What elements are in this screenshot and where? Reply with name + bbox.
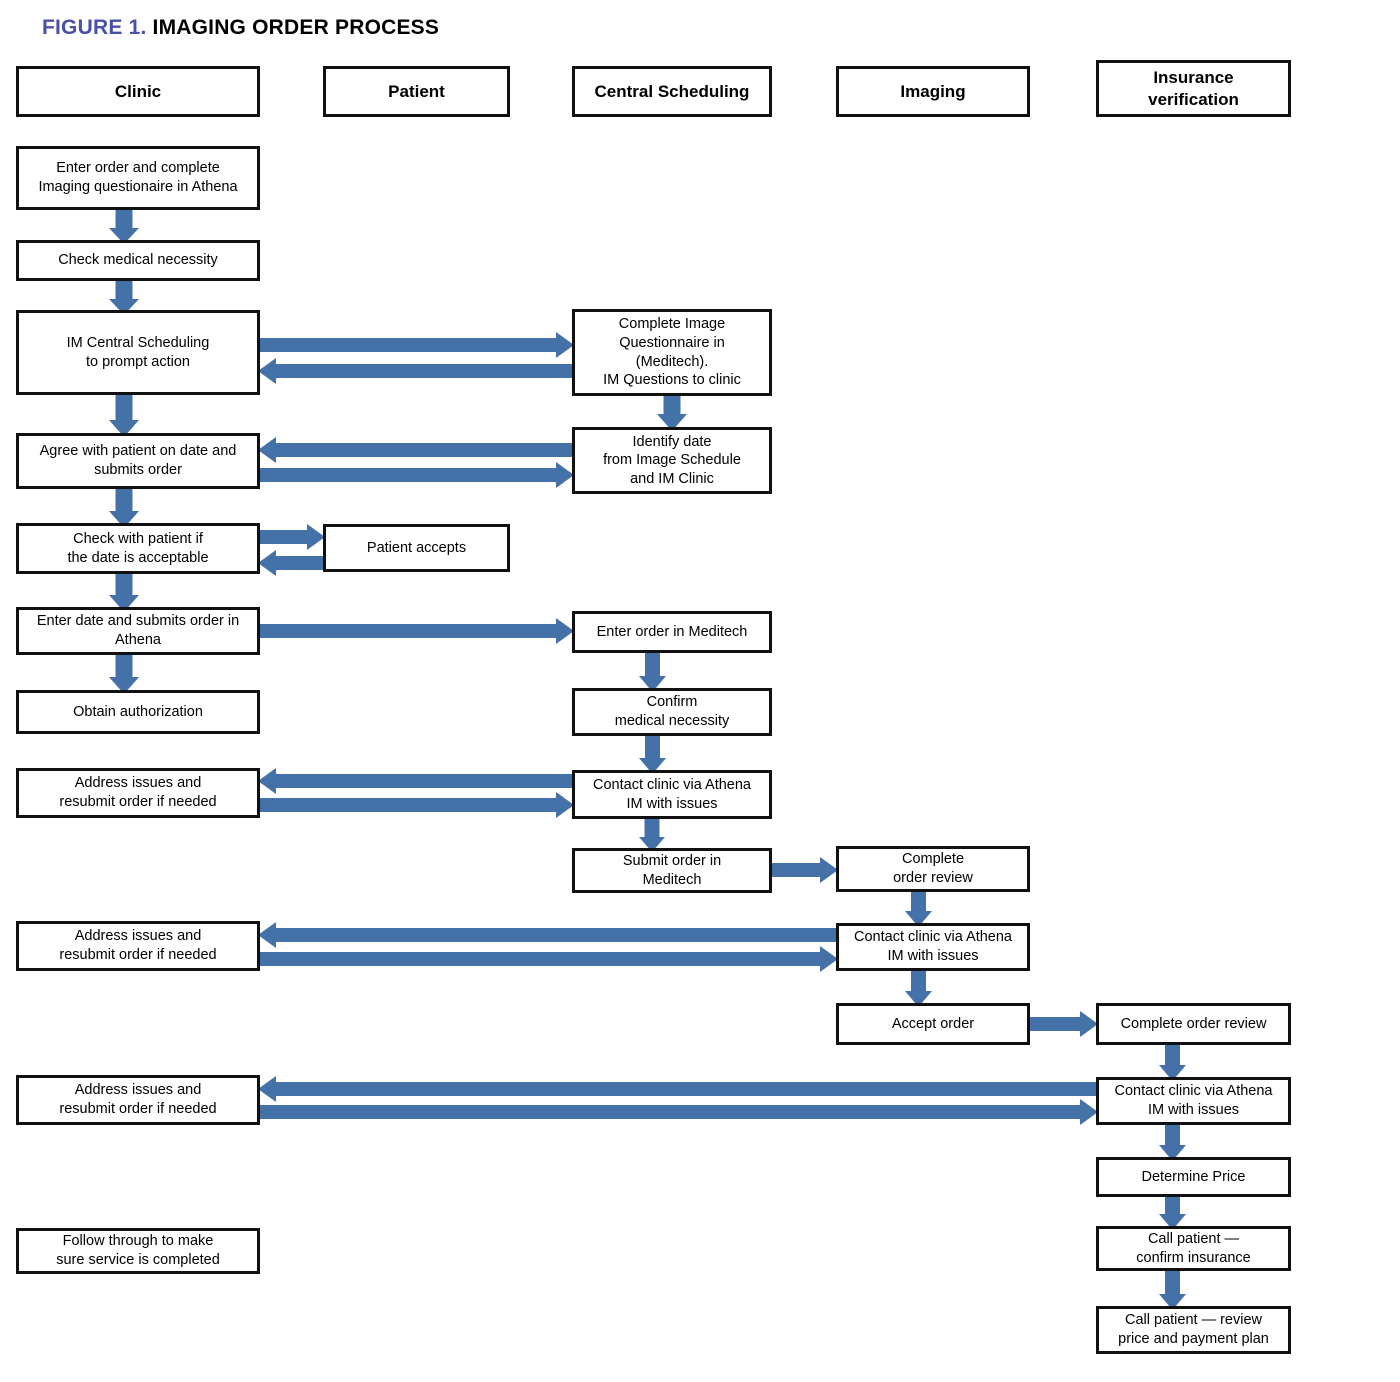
arrow-address-issues-3-to-contact-clinic-ins bbox=[258, 1099, 1098, 1125]
arrow-patient-accepts-to-check-with-patient bbox=[258, 550, 325, 576]
arrow-im-central-scheduling-to-agree-with-patient bbox=[109, 393, 139, 437]
node-accept-order: Accept order bbox=[836, 1003, 1030, 1045]
arrow-complete-order-review-imaging-to-contact-clinic-imaging bbox=[904, 890, 932, 927]
node-address-issues-3: Address issues and resubmit order if nee… bbox=[16, 1075, 260, 1125]
arrow-determine-price-to-call-patient-confirm bbox=[1158, 1195, 1186, 1230]
arrow-check-medical-necessity-to-im-central-scheduling bbox=[109, 279, 139, 315]
arrow-accept-order-to-complete-order-review-ins bbox=[1028, 1011, 1098, 1037]
node-determine-price: Determine Price bbox=[1096, 1157, 1291, 1197]
arrow-agree-with-patient-to-identify-date bbox=[258, 462, 574, 488]
arrow-call-patient-confirm-to-call-patient-review bbox=[1158, 1269, 1186, 1310]
arrow-identify-date-to-agree-with-patient bbox=[258, 437, 574, 463]
arrow-complete-image-questionnaire-to-identify-date bbox=[657, 394, 687, 431]
node-im-central-scheduling: IM Central Scheduling to prompt action bbox=[16, 310, 260, 395]
node-enter-date-athena: Enter date and submits order in Athena bbox=[16, 607, 260, 655]
arrow-address-issues-2-to-contact-clinic-imaging bbox=[258, 946, 838, 972]
arrow-check-with-patient-to-patient-accepts bbox=[258, 524, 325, 550]
arrow-contact-clinic-imaging-to-accept-order bbox=[904, 969, 932, 1007]
arrow-confirm-medical-necessity-to-contact-clinic-cs bbox=[638, 734, 666, 774]
arrow-address-issues-1-to-contact-clinic-cs bbox=[258, 792, 574, 818]
figure-title: FIGURE 1. IMAGING ORDER PROCESS bbox=[42, 16, 439, 40]
column-header-imaging: Imaging bbox=[836, 66, 1030, 117]
arrow-contact-clinic-imaging-to-address-issues-2 bbox=[258, 922, 838, 948]
node-call-patient-confirm: Call patient — confirm insurance bbox=[1096, 1226, 1291, 1271]
node-submit-order-meditech: Submit order in Meditech bbox=[572, 848, 772, 893]
node-identify-date: Identify date from Image Schedule and IM… bbox=[572, 427, 772, 494]
node-complete-order-review-ins: Complete order review bbox=[1096, 1003, 1291, 1045]
node-follow-through: Follow through to make sure service is c… bbox=[16, 1228, 260, 1274]
node-contact-clinic-ins: Contact clinic via Athena IM with issues bbox=[1096, 1077, 1291, 1125]
arrow-contact-clinic-cs-to-address-issues-1 bbox=[258, 768, 574, 794]
node-contact-clinic-cs: Contact clinic via Athena IM with issues bbox=[572, 770, 772, 819]
node-check-with-patient: Check with patient if the date is accept… bbox=[16, 523, 260, 574]
arrow-check-with-patient-to-enter-date-athena bbox=[109, 572, 139, 612]
arrow-enter-order-to-check-medical-necessity bbox=[109, 208, 139, 244]
arrow-contact-clinic-ins-to-determine-price bbox=[1158, 1123, 1186, 1161]
column-header-central-scheduling: Central Scheduling bbox=[572, 66, 772, 117]
node-obtain-authorization: Obtain authorization bbox=[16, 690, 260, 734]
column-header-clinic: Clinic bbox=[16, 66, 260, 117]
node-check-medical-necessity: Check medical necessity bbox=[16, 240, 260, 281]
node-complete-image-questionnaire: Complete Image Questionnaire in (Meditec… bbox=[572, 309, 772, 396]
node-confirm-medical-necessity: Confirm medical necessity bbox=[572, 688, 772, 736]
node-patient-accepts: Patient accepts bbox=[323, 524, 510, 572]
arrow-enter-order-meditech-to-confirm-medical-necessity bbox=[638, 651, 666, 692]
arrow-enter-date-athena-to-enter-order-meditech bbox=[258, 618, 574, 644]
arrow-enter-date-athena-to-obtain-authorization bbox=[109, 653, 139, 694]
node-call-patient-review: Call patient — review price and payment … bbox=[1096, 1306, 1291, 1354]
arrow-complete-order-review-ins-to-contact-clinic-ins bbox=[1158, 1043, 1186, 1081]
column-header-insurance-verification: Insurance verification bbox=[1096, 60, 1291, 117]
node-address-issues-2: Address issues and resubmit order if nee… bbox=[16, 921, 260, 971]
node-contact-clinic-imaging: Contact clinic via Athena IM with issues bbox=[836, 923, 1030, 971]
column-header-patient: Patient bbox=[323, 66, 510, 117]
node-address-issues-1: Address issues and resubmit order if nee… bbox=[16, 768, 260, 818]
arrow-complete-image-questionnaire-to-im-central-scheduling bbox=[258, 358, 574, 384]
arrow-contact-clinic-ins-to-address-issues-3 bbox=[258, 1076, 1098, 1102]
arrow-contact-clinic-cs-to-submit-order-meditech bbox=[639, 817, 665, 852]
arrow-agree-with-patient-to-check-with-patient bbox=[109, 487, 139, 528]
arrow-submit-order-meditech-to-complete-order-review-imaging bbox=[770, 857, 838, 883]
node-complete-order-review-imaging: Complete order review bbox=[836, 846, 1030, 892]
arrow-im-central-scheduling-to-complete-image-questionnaire bbox=[258, 332, 574, 358]
figure-name: IMAGING ORDER PROCESS bbox=[152, 16, 440, 39]
node-enter-order: Enter order and complete Imaging questio… bbox=[16, 146, 260, 210]
node-agree-with-patient: Agree with patient on date and submits o… bbox=[16, 433, 260, 489]
figure-label: FIGURE 1. bbox=[42, 16, 147, 39]
node-enter-order-meditech: Enter order in Meditech bbox=[572, 611, 772, 653]
